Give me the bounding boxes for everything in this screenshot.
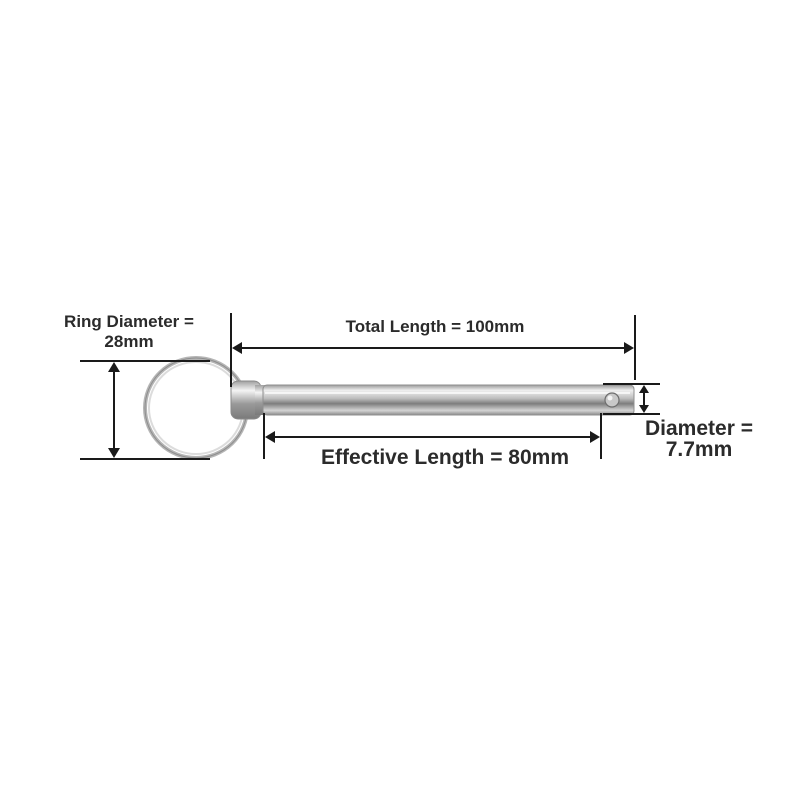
pin-head	[230, 380, 265, 420]
locking-ball	[604, 392, 620, 408]
diameter-label-line2: 7.7mm	[665, 438, 733, 461]
total-length-label: Total Length = 100mm	[345, 317, 525, 336]
ring-diameter-label-line1: Ring Diameter =	[64, 312, 194, 331]
ring-diameter-label: Ring Diameter = 28mm	[48, 312, 210, 352]
diameter-dimension	[603, 383, 660, 415]
total-length-dimension	[230, 313, 636, 387]
effective-length-dimension	[263, 413, 602, 459]
effective-length-label: Effective Length = 80mm	[321, 446, 569, 469]
diameter-label-line1: Diameter =	[645, 417, 753, 440]
ring-diameter-dimension	[80, 360, 210, 460]
pin-shaft	[262, 384, 635, 416]
ring-diameter-label-line2: 28mm	[104, 332, 154, 351]
diameter-label: Diameter = 7.7mm	[628, 418, 770, 460]
